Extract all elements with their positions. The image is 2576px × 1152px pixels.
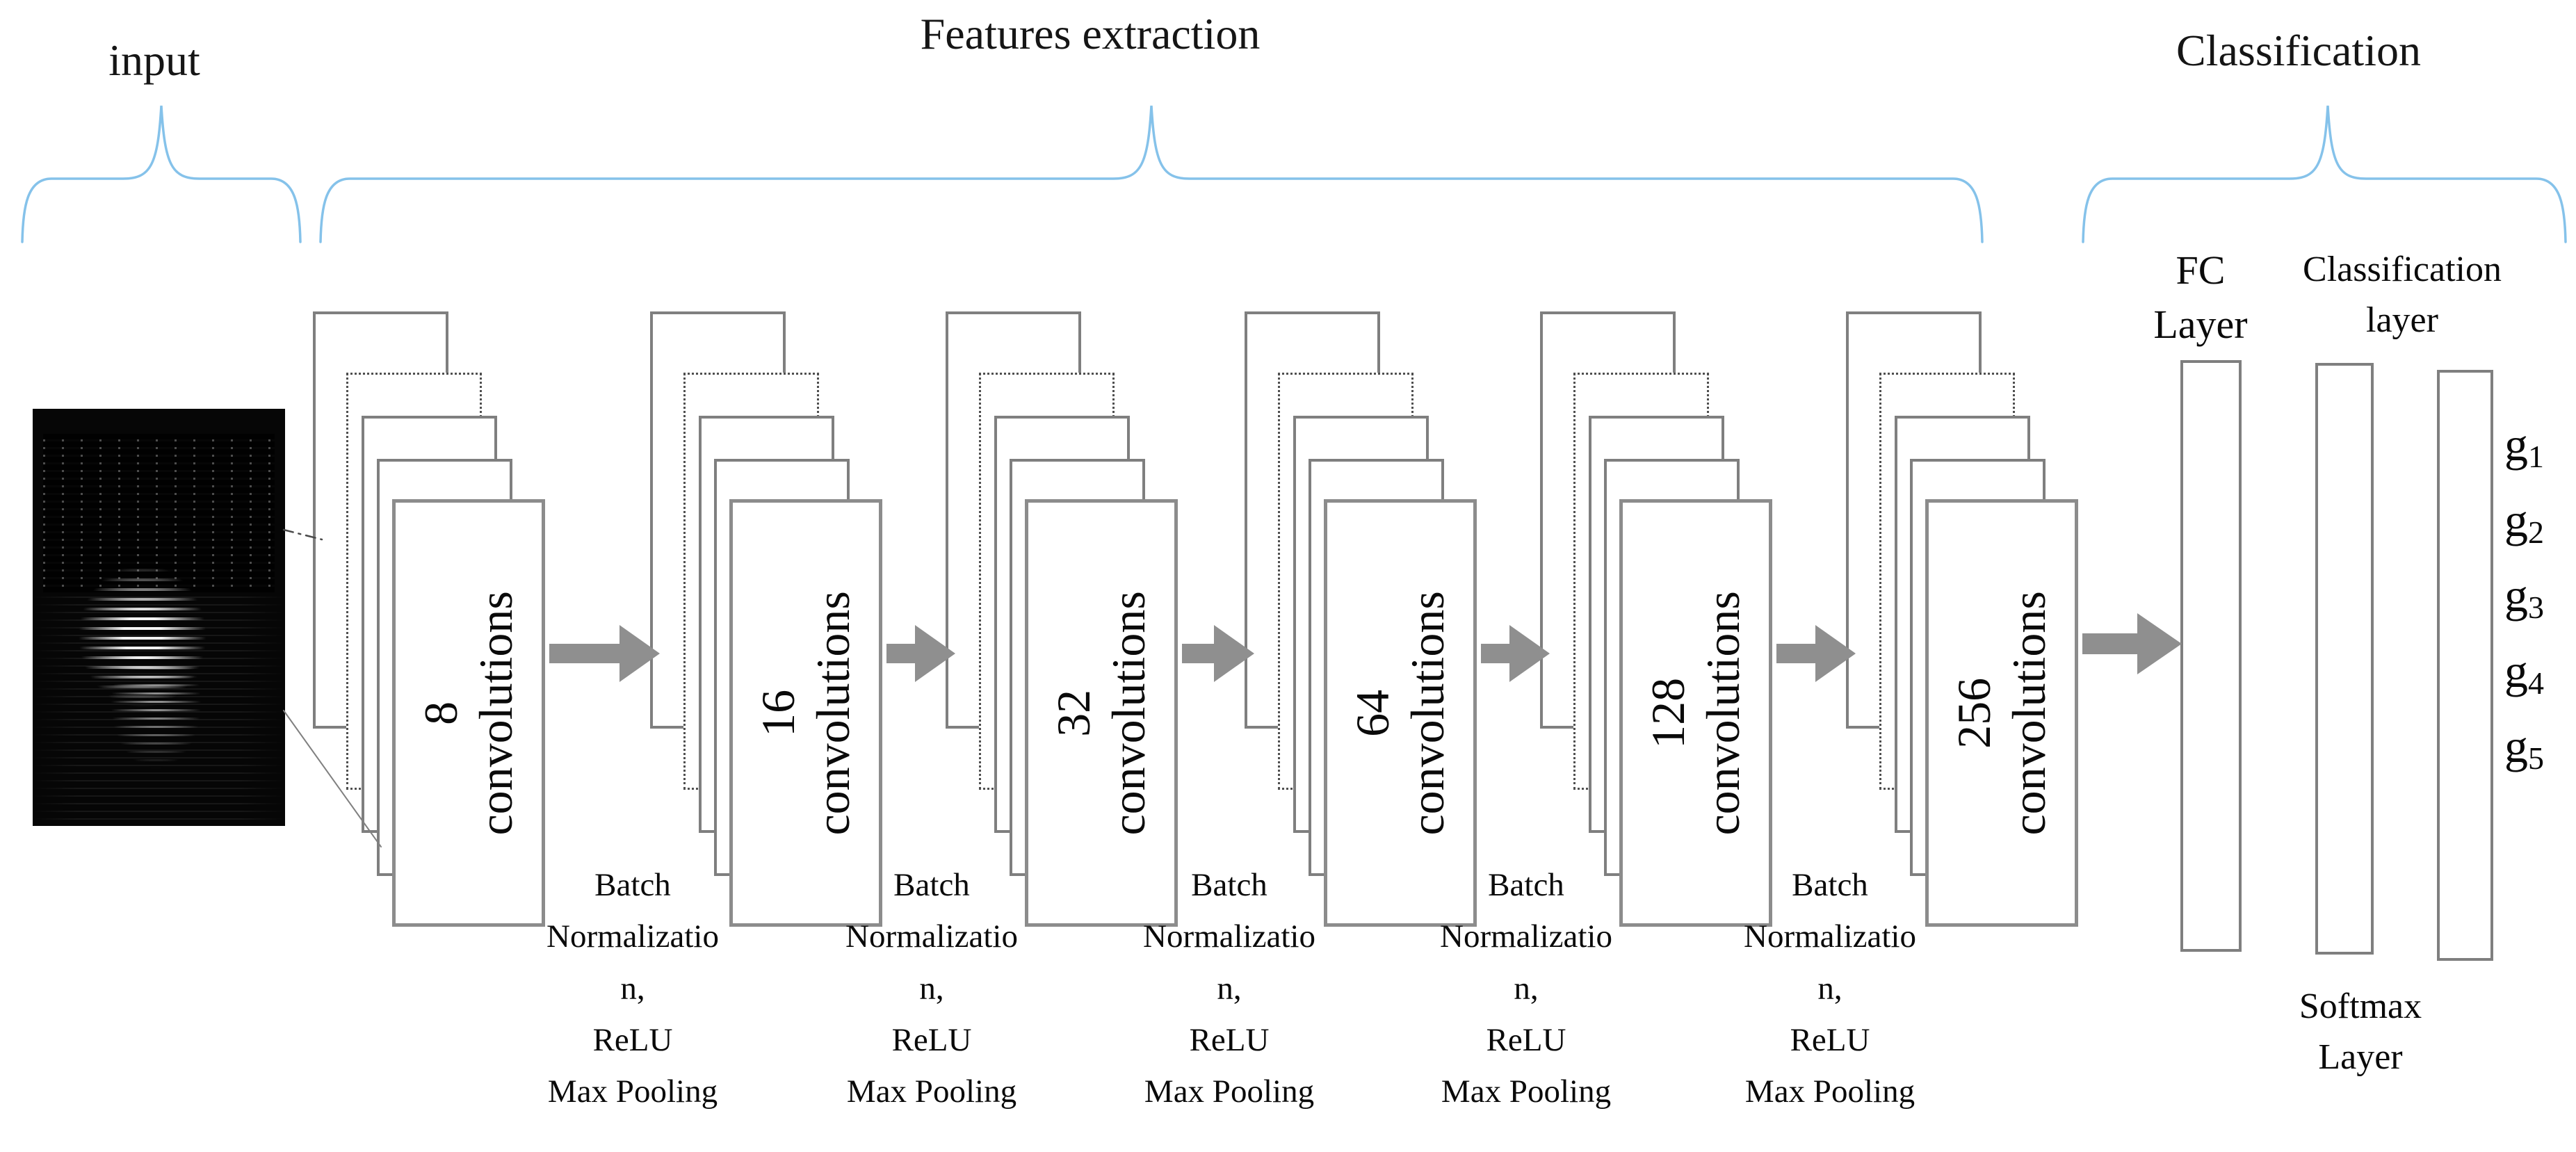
classification-layer-label-line1: Classification: [2303, 250, 2502, 289]
batch-norm-text-line: n,: [1217, 970, 1242, 1007]
features-extraction-section-title: Features extraction: [920, 9, 1261, 58]
conv-block-count: 16: [752, 689, 805, 737]
batch-norm-text-line: Max Pooling: [1441, 1073, 1612, 1110]
conv-block-unit: convolutions: [2002, 590, 2056, 836]
spectrogram-faint-rows: [33, 597, 285, 826]
classification-layer-label-line2: layer: [2366, 300, 2438, 340]
batch-norm-text-line: Normalizatio: [1440, 918, 1612, 955]
batch-norm-text-line: Max Pooling: [846, 1073, 1017, 1110]
softmax-layer-label: Softmax Layer: [2299, 982, 2422, 1083]
batch-norm-text-line: Batch: [1792, 867, 1868, 903]
batch-norm-text-line: Batch: [1191, 867, 1267, 903]
output-class-g5: g5: [2504, 720, 2544, 777]
conv-block-count: 8: [414, 701, 468, 725]
batch-norm-text-line: Normalizatio: [1744, 918, 1916, 955]
fc-layer-label-line1: FC: [2176, 248, 2226, 293]
fc-layer-label: FC Layer: [2153, 243, 2247, 352]
batch-norm-text-line: Max Pooling: [547, 1073, 718, 1110]
output-class-g4: g4: [2504, 644, 2544, 701]
conv-block-count: 256: [1947, 677, 2001, 749]
output-classes-list: g1 g2 g3 g4 g5: [2497, 417, 2576, 795]
batch-norm-text-line: ReLU: [1189, 1021, 1270, 1058]
classification-output-bar: [2437, 370, 2493, 961]
features-extraction-brace: [319, 105, 1984, 243]
arrow-between-blocks-3: [1182, 625, 1254, 682]
batch-norm-text-line: Normalizatio: [845, 918, 1018, 955]
input-spectrogram-image: [33, 409, 285, 826]
fc-layer-bar: [2180, 360, 2242, 952]
classification-brace: [2082, 105, 2567, 243]
spectrogram-fringe-tail: [98, 667, 215, 809]
classification-layer-label: Classification layer: [2303, 245, 2502, 346]
input-section-title: input: [108, 35, 200, 85]
batch-norm-text-line: n,: [1514, 970, 1539, 1007]
batch-norm-text-line: Normalizatio: [1143, 918, 1315, 955]
batch-norm-text-line: Batch: [594, 867, 671, 903]
fc-layer-label-line2: Layer: [2153, 302, 2248, 348]
batch-norm-text-line: ReLU: [592, 1021, 673, 1058]
batch-norm-text-line: ReLU: [891, 1021, 972, 1058]
batch-norm-text-line: Batch: [893, 867, 970, 903]
conv-block-unit: convolutions: [469, 590, 523, 836]
output-class-g1: g1: [2504, 418, 2544, 475]
output-class-g2: g2: [2504, 493, 2544, 550]
batch-norm-text-line: n,: [919, 970, 944, 1007]
conv-block-unit: convolutions: [807, 590, 860, 836]
conv-block-count: 32: [1047, 689, 1101, 737]
input-brace: [21, 105, 302, 243]
conv-block-count: 64: [1346, 689, 1400, 737]
classification-section-title: Classification: [2176, 26, 2421, 75]
batch-norm-text-line: Batch: [1488, 867, 1564, 903]
arrow-between-blocks-1: [549, 625, 660, 682]
batch-norm-text-line: n,: [620, 970, 645, 1007]
conv-block-unit: convolutions: [1401, 590, 1455, 836]
softmax-layer-bar: [2315, 363, 2374, 955]
batch-norm-text-line: ReLU: [1486, 1021, 1566, 1058]
batch-norm-text-line: Max Pooling: [1744, 1073, 1915, 1110]
batch-norm-text-line: n,: [1817, 970, 1842, 1007]
batch-norm-text-line: Max Pooling: [1144, 1073, 1315, 1110]
conv-block-unit: convolutions: [1696, 590, 1750, 836]
batch-norm-text-line: Normalizatio: [546, 918, 719, 955]
conv-block-count: 128: [1642, 677, 1695, 749]
batch-norm-text-line: ReLU: [1790, 1021, 1870, 1058]
conv-block-unit: convolutions: [1102, 590, 1156, 836]
softmax-layer-label-line2: Layer: [2318, 1037, 2403, 1077]
arrow-to-fc-layer: [2082, 613, 2182, 674]
arrow-between-blocks-5: [1776, 625, 1856, 682]
softmax-layer-label-line1: Softmax: [2299, 987, 2422, 1026]
output-class-g3: g3: [2504, 569, 2544, 626]
